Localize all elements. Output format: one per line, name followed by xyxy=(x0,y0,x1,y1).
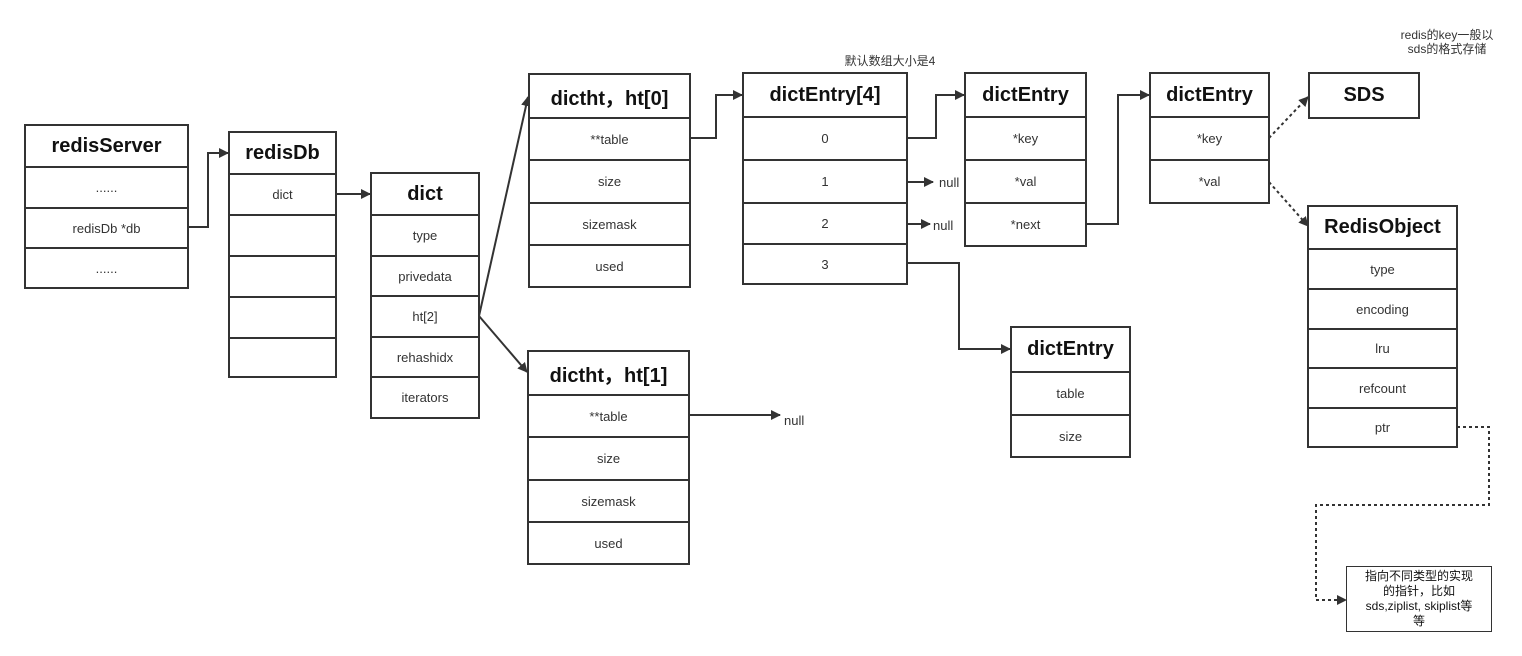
redisdb-title: redisDb xyxy=(230,133,335,175)
arrow-ht2-to-ht1 xyxy=(478,315,528,373)
dictentry-box-3: dictEntry table size xyxy=(1010,326,1131,458)
arrow-server-to-db xyxy=(188,148,229,228)
dictentry-slot-1: 1 xyxy=(744,161,906,204)
dict-cell-iterators: iterators xyxy=(401,390,449,405)
dictentry-title: dictEntry xyxy=(966,74,1085,118)
dictentry-slot-3: 3 xyxy=(821,256,829,272)
redisdb-box: redisDb dict xyxy=(228,131,337,378)
dictht1-box: dictht，ht[1] **table size sizemask used xyxy=(527,350,690,565)
key-sds-note-line: sds的格式存储 xyxy=(1407,42,1487,56)
sds-title: SDS xyxy=(1343,84,1385,106)
dictht1-cell-used: used xyxy=(594,535,623,551)
dictentry-array-title: dictEntry[4] xyxy=(744,74,906,118)
dictentry-slot-0: 0 xyxy=(744,118,906,161)
redisobject-cell-encoding: encoding xyxy=(1309,290,1456,330)
redisdb-cell xyxy=(230,216,335,257)
dictentry-slot-2: 2 xyxy=(744,204,906,245)
dictentry-cell-key: *key xyxy=(966,118,1085,161)
arrow-key-to-sds xyxy=(1268,96,1309,139)
sds-box: SDS xyxy=(1308,72,1420,119)
dictht0-cell-sizemask: sizemask xyxy=(530,204,689,246)
arrow-slot3-to-entry xyxy=(907,262,1011,354)
dictentry-cell-next: *next xyxy=(1010,217,1041,232)
redisdb-cell xyxy=(230,339,335,376)
dictentry-title: dictEntry xyxy=(1151,74,1268,118)
dict-cell-ht: ht[2] xyxy=(372,297,478,338)
redisobject-cell-refcount: refcount xyxy=(1309,369,1456,409)
redisdb-cell-dict: dict xyxy=(230,175,335,216)
dictentry-cell-key: *key xyxy=(1151,118,1268,161)
dictht0-title: dictht，ht[0] xyxy=(530,75,689,119)
ptr-note-line: 的指针，比如 xyxy=(1382,584,1455,598)
dictht1-title: dictht，ht[1] xyxy=(529,352,688,396)
ptr-note-line: 等 xyxy=(1412,614,1425,628)
dict-box: dict type privedata ht[2] rehashidx iter… xyxy=(370,172,480,419)
default-size-note: 默认数组大小是4 xyxy=(844,54,936,68)
dictentry-box-1: dictEntry *key *val *next xyxy=(964,72,1087,247)
null-label-ht1: null xyxy=(784,413,805,428)
dictentry-title: dictEntry xyxy=(1012,328,1129,373)
dict-cell-type: type xyxy=(372,216,478,257)
dictht1-cell-sizemask: sizemask xyxy=(529,481,688,523)
dictentry-cell-table: table xyxy=(1012,373,1129,416)
dictht0-box: dictht，ht[0] **table size sizemask used xyxy=(528,73,691,288)
redisdb-cell xyxy=(230,298,335,339)
ptr-note-line: 指向不同类型的实现 xyxy=(1364,569,1473,583)
dict-cell-privedata: privedata xyxy=(372,257,478,297)
redisserver-title: redisServer xyxy=(26,126,187,168)
redisserver-box: redisServer ...... redisDb *db ...... xyxy=(24,124,189,289)
arrow-table-to-entryarr xyxy=(690,90,743,139)
dictentry-box-2: dictEntry *key *val xyxy=(1149,72,1270,204)
null-label-slot2: null xyxy=(933,218,954,233)
arrow-ht2-to-ht0 xyxy=(478,96,531,317)
redisserver-cell: ...... xyxy=(95,260,118,276)
redisobject-cell-type: type xyxy=(1309,250,1456,290)
redisobject-box: RedisObject type encoding lru refcount p… xyxy=(1307,205,1458,448)
null-label-slot1: null xyxy=(939,175,960,190)
redisobject-cell-lru: lru xyxy=(1309,330,1456,369)
redisobject-title: RedisObject xyxy=(1309,207,1456,250)
dictentry-cell-val: *val xyxy=(966,161,1085,204)
dictht0-cell-used: used xyxy=(595,258,624,274)
dictht1-cell-table: **table xyxy=(529,396,688,438)
dictentry-array-box: dictEntry[4] 0 1 2 3 xyxy=(742,72,908,285)
ptr-note-box: 指向不同类型的实现 的指针，比如 sds,ziplist, skiplist等 … xyxy=(1346,566,1492,632)
key-sds-note-line: redis的key一般以 xyxy=(1400,28,1494,42)
arrow-val-to-redisobject xyxy=(1268,181,1309,227)
dictht0-cell-size: size xyxy=(530,161,689,204)
dictentry-cell-val: *val xyxy=(1198,174,1221,189)
key-sds-note: redis的key一般以 sds的格式存储 xyxy=(1378,28,1516,56)
dictht0-cell-table: **table xyxy=(530,119,689,161)
redisserver-cell-db: redisDb *db xyxy=(26,209,187,249)
dictentry-cell-size: size xyxy=(1058,428,1083,444)
dict-cell-rehashidx: rehashidx xyxy=(372,338,478,378)
redisserver-cell: ...... xyxy=(26,168,187,209)
arrow-slot0-to-entry xyxy=(907,90,965,139)
dict-title: dict xyxy=(372,174,478,216)
dictht1-cell-size: size xyxy=(529,438,688,481)
arrow-next-to-entry xyxy=(1086,90,1150,225)
redisobject-cell-ptr: ptr xyxy=(1374,420,1391,435)
ptr-note-line: sds,ziplist, skiplist等 xyxy=(1365,599,1473,613)
redisdb-cell xyxy=(230,257,335,298)
arrow-ptr-to-note xyxy=(1315,426,1490,605)
